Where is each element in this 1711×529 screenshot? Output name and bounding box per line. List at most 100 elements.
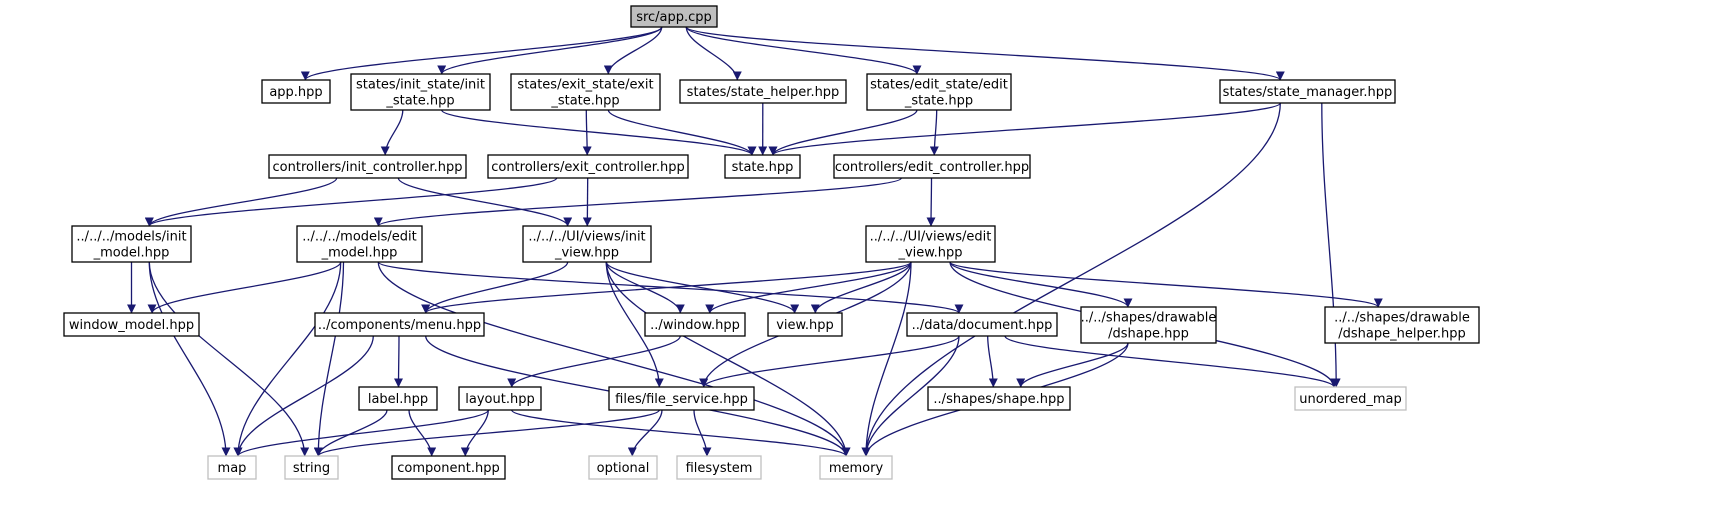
node-state-helper[interactable]: states/state_helper.hpp: [679, 79, 847, 104]
edge-app_cpp-to-app_hpp: [300, 26, 663, 81]
node-label: /dshape_helper.hpp: [1338, 327, 1466, 342]
node-box: [588, 455, 658, 480]
edge-edit_state-to-state_hpp: [768, 109, 918, 156]
node-label: ../../shapes/drawable: [1334, 311, 1470, 326]
node-label: _model.hpp: [93, 246, 170, 261]
node-edit-controller[interactable]: controllers/edit_controller.hpp: [833, 154, 1031, 179]
node-app-hpp[interactable]: app.hpp: [261, 79, 331, 104]
node-label: _model.hpp: [321, 246, 398, 261]
edge-init_controller-to-init_view: [397, 177, 573, 227]
node-edit-model[interactable]: ../../../models/edit_model.hpp: [296, 225, 423, 263]
node-box: [679, 79, 847, 104]
edge-edit_view-to-memory: [861, 261, 912, 457]
node-label: ../../shapes/drawable: [1081, 311, 1217, 326]
edge-layout-to-map: [233, 409, 489, 457]
node-box: [458, 386, 542, 411]
node-label: _state.hpp: [904, 94, 973, 109]
node-label: unordered_map: [1299, 392, 1402, 407]
node-edit-state[interactable]: states/edit_state/edit_state.hpp: [866, 73, 1012, 111]
node-label: ../../../UI/views/init: [528, 230, 645, 245]
node-unordered-map: unordered_map: [1294, 386, 1407, 411]
node-label: ../../../UI/views/edit: [870, 230, 992, 245]
edge-label-to-component: [408, 409, 437, 457]
node-label: view.hpp: [776, 318, 834, 333]
node-label: ../shapes/shape.hpp: [933, 392, 1064, 407]
node-window-model[interactable]: window_model.hpp: [63, 312, 200, 337]
node-label[interactable]: label.hpp: [358, 386, 438, 411]
edge-file_service-to-string: [313, 409, 660, 457]
node-box: [63, 312, 200, 337]
node-state-manager[interactable]: states/state_manager.hpp: [1219, 79, 1396, 104]
node-box: [350, 73, 491, 111]
node-exit-controller[interactable]: controllers/exit_controller.hpp: [487, 154, 689, 179]
node-shape[interactable]: ../shapes/shape.hpp: [927, 386, 1071, 411]
node-box: [314, 312, 485, 337]
edge-label-to-string: [313, 409, 388, 457]
node-label: string: [293, 461, 330, 476]
node-edit-view[interactable]: ../../../UI/views/edit_view.hpp: [865, 225, 996, 263]
node-label: controllers/edit_controller.hpp: [835, 160, 1029, 175]
node-label: _view.hpp: [554, 246, 619, 261]
node-dshape-helper[interactable]: ../../shapes/drawable/dshape_helper.hpp: [1324, 306, 1480, 344]
node-box: [676, 455, 762, 480]
node-label: /dshape.hpp: [1108, 327, 1189, 342]
edge-layout-to-memory: [511, 409, 851, 457]
node-init-view[interactable]: ../../../UI/views/init_view.hpp: [522, 225, 652, 263]
node-label: ../../../models/init: [76, 230, 186, 245]
node-label: optional: [597, 461, 650, 476]
node-view[interactable]: view.hpp: [767, 312, 843, 337]
edge-menu-to-map: [233, 335, 374, 457]
edge-menu-to-label: [394, 335, 404, 388]
node-label: memory: [829, 461, 884, 476]
nodes-layer: src/app.cpp app.hpp states/init_state/init…: [63, 5, 1480, 480]
node-label: ../../../models/edit: [302, 230, 417, 245]
node-label: controllers/init_controller.hpp: [273, 160, 463, 175]
node-label: _state.hpp: [550, 94, 619, 109]
edge-edit_controller-to-edit_view: [926, 177, 936, 227]
edge-document-to-file_service: [699, 335, 960, 388]
edge-layout-to-component: [460, 409, 489, 457]
edge-edit_controller-to-edit_model: [374, 177, 902, 227]
edge-edit_model-to-string: [313, 261, 345, 457]
node-optional: optional: [588, 455, 658, 480]
node-box: [927, 386, 1071, 411]
node-box: [487, 154, 689, 179]
node-state-hpp[interactable]: state.hpp: [724, 154, 801, 179]
node-init-model[interactable]: ../../../models/init_model.hpp: [71, 225, 192, 263]
node-map: map: [207, 455, 257, 480]
node-box: [1219, 79, 1396, 104]
node-init-controller[interactable]: controllers/init_controller.hpp: [268, 154, 467, 179]
node-layout[interactable]: layout.hpp: [458, 386, 542, 411]
edge-exit_controller-to-init_model: [145, 177, 558, 227]
node-label: filesystem: [686, 461, 753, 476]
node-box: [865, 225, 996, 263]
node-document[interactable]: ../data/document.hpp: [906, 312, 1058, 337]
node-exit-state[interactable]: states/exit_state/exit_state.hpp: [510, 73, 661, 111]
node-box: [819, 455, 893, 480]
edge-state_manager-to-memory: [861, 102, 1281, 457]
edge-state_manager-to-unordered_map: [1321, 102, 1341, 388]
edge-init_view-to-menu: [421, 261, 569, 314]
node-file-service[interactable]: files/file_service.hpp: [608, 386, 755, 411]
node-box: [284, 455, 339, 480]
node-box: [391, 455, 506, 480]
node-label: states/edit_state/edit: [870, 78, 1008, 93]
node-label: state.hpp: [732, 160, 794, 175]
node-label: files/file_service.hpp: [615, 392, 748, 407]
edge-document-to-shape: [987, 335, 998, 388]
node-component[interactable]: component.hpp: [391, 455, 506, 480]
node-box: [767, 312, 843, 337]
node-init-state[interactable]: states/init_state/init_state.hpp: [350, 73, 491, 111]
edge-app_cpp-to-edit_state: [685, 26, 922, 75]
edge-init_view-to-memory: [605, 261, 851, 457]
node-window[interactable]: ../window.hpp: [644, 312, 746, 337]
edge-init_model-to-map: [148, 261, 231, 457]
node-box: [207, 455, 257, 480]
node-menu[interactable]: ../components/menu.hpp: [314, 312, 485, 337]
node-box: [608, 386, 755, 411]
edge-edit_view-to-dshape: [949, 261, 1133, 308]
node-dshape[interactable]: ../../shapes/drawable/dshape.hpp: [1080, 306, 1217, 344]
node-app-cpp[interactable]: src/app.cpp: [630, 5, 718, 28]
edge-init_view-to-window: [605, 261, 685, 314]
edge-init_model-to-string: [148, 261, 310, 457]
